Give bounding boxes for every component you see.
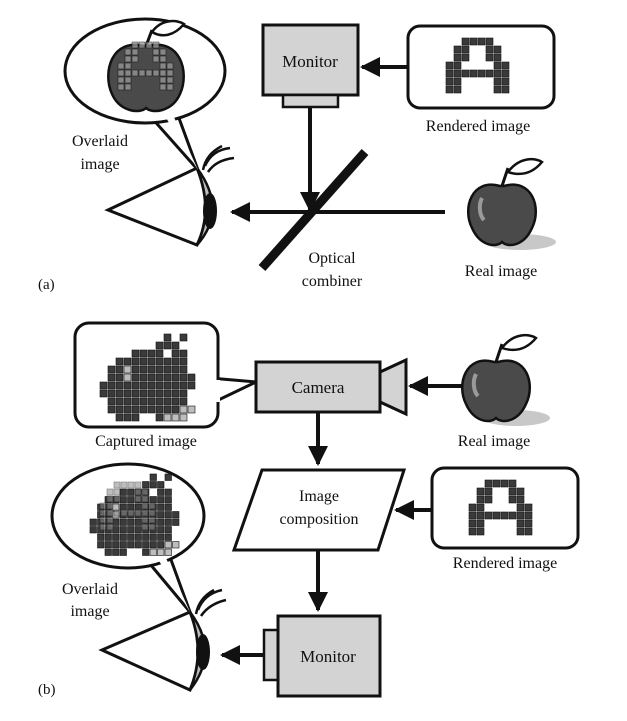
- monitor-icon: Monitor: [262, 614, 382, 698]
- panel-b: Captured image Camera Real image Image c…: [38, 321, 580, 698]
- monitor-a: Monitor: [261, 23, 360, 109]
- eye-icon: [104, 144, 235, 247]
- pixel-letter-a-icon: [468, 479, 533, 536]
- rendered-image-a: Rendered image: [406, 24, 556, 135]
- overlay-pixel-letter-a-icon: [117, 41, 174, 91]
- monitor-label-b: Monitor: [300, 647, 356, 666]
- camera-label: Camera: [292, 378, 345, 397]
- captured-label: Captured image: [95, 433, 197, 450]
- combiner-label-a-2: combiner: [302, 273, 363, 290]
- overlaid-label-a-1: Overlaid: [72, 133, 128, 150]
- rendered-image-b: Rendered image: [430, 466, 580, 572]
- overlaid-label-b-2: image: [70, 603, 109, 620]
- apple-icon: [461, 333, 550, 426]
- monitor-label-a: Monitor: [282, 52, 338, 71]
- image-composition-box: Image composition: [231, 468, 407, 552]
- pixel-apple-icon: [99, 333, 196, 422]
- captured-bubble: [73, 321, 262, 429]
- overlaid-label-a-2: image: [80, 156, 119, 173]
- overlaid-bubble-a: [63, 17, 227, 171]
- rendered-label-b: Rendered image: [453, 555, 557, 572]
- eye-icon: [98, 588, 227, 693]
- overlaid-bubble-b: [50, 462, 206, 613]
- rendered-label-a: Rendered image: [426, 118, 530, 135]
- real-label-b: Real image: [458, 433, 530, 450]
- combiner-label-a-1: Optical: [308, 250, 356, 267]
- panel-a: Monitor Rendered image Optical combiner …: [38, 17, 556, 293]
- panel-label-a: (a): [38, 277, 55, 293]
- real-label-a: Real image: [465, 263, 537, 280]
- overlay-pixel-letter-a-icon: [99, 481, 156, 531]
- panel-label-b: (b): [38, 682, 56, 698]
- pixel-letter-a-icon: [445, 37, 510, 94]
- composition-label-1: Image: [299, 488, 339, 505]
- apple-icon: [467, 157, 556, 250]
- overlaid-label-b-1: Overlaid: [62, 581, 118, 598]
- camera-icon: Camera: [254, 357, 408, 417]
- composition-label-2: composition: [279, 511, 358, 528]
